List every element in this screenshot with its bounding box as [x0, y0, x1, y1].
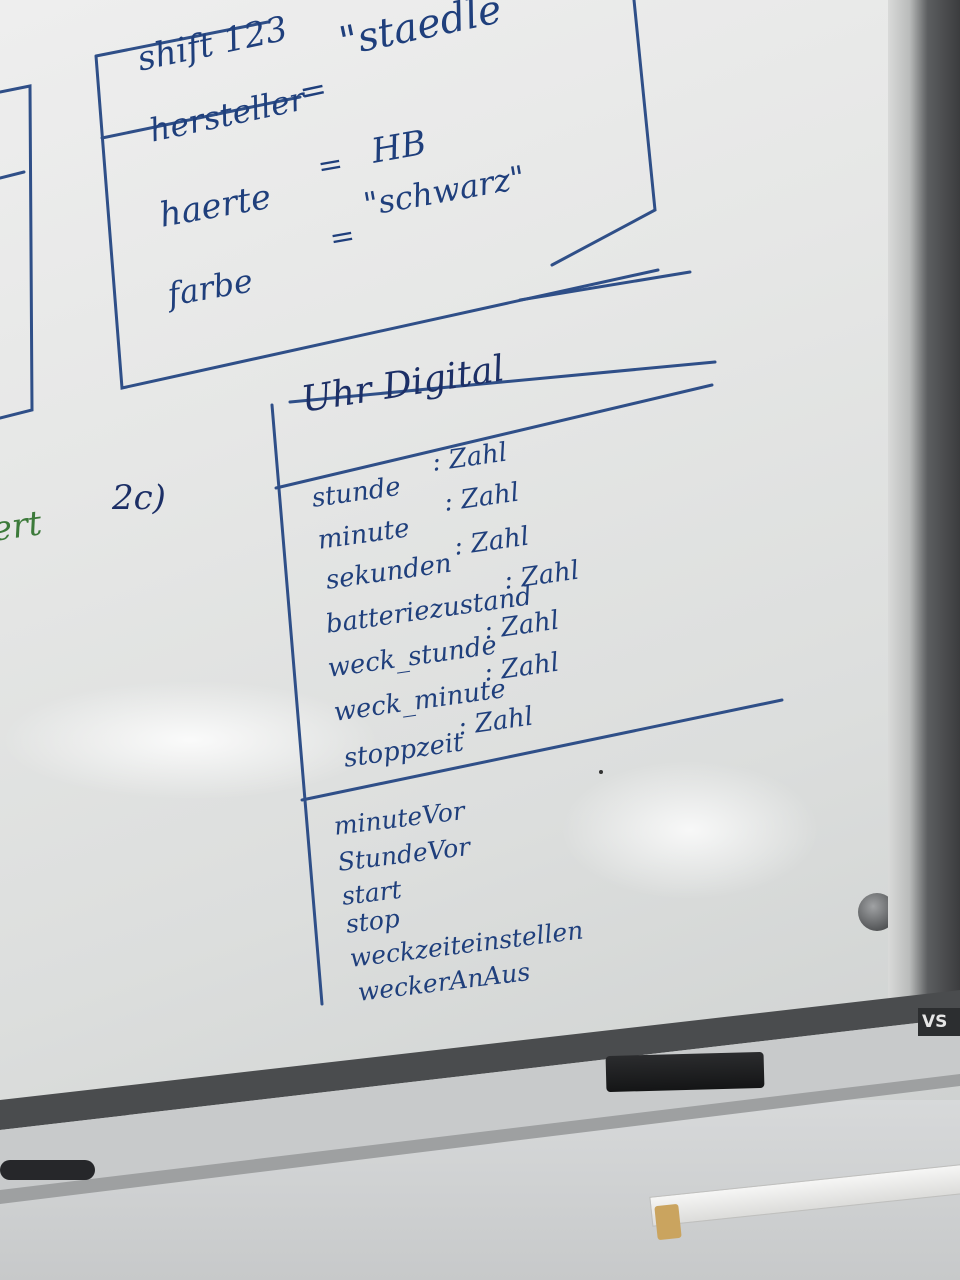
board-frame-right — [888, 0, 960, 1060]
whiteboard: shift 123 hersteller = "staedle haerte =… — [0, 0, 960, 1100]
frame-rail — [0, 990, 960, 1130]
uml-left-border — [270, 403, 324, 1006]
uml-name-divider — [274, 383, 714, 490]
board-brand-label: VS — [918, 1008, 960, 1036]
task-label: 2c) — [112, 478, 166, 518]
left-box-line — [0, 84, 34, 420]
stray-line — [518, 270, 692, 302]
handle-cap — [654, 1203, 682, 1241]
board-eraser[interactable] — [605, 1051, 765, 1093]
tray-lip — [0, 1074, 960, 1204]
uml-attr-divider — [300, 698, 784, 802]
top-box-outline — [94, 0, 660, 390]
light-glare — [0, 680, 380, 800]
top-box-header-divider — [100, 95, 302, 140]
marker-drawing — [0, 0, 784, 1006]
uml-top-line — [288, 360, 717, 404]
light-glare — [560, 760, 820, 900]
marker-pen[interactable] — [0, 1160, 95, 1180]
left-box-divider — [0, 170, 26, 180]
left-edge-fragment: ert — [0, 503, 45, 550]
